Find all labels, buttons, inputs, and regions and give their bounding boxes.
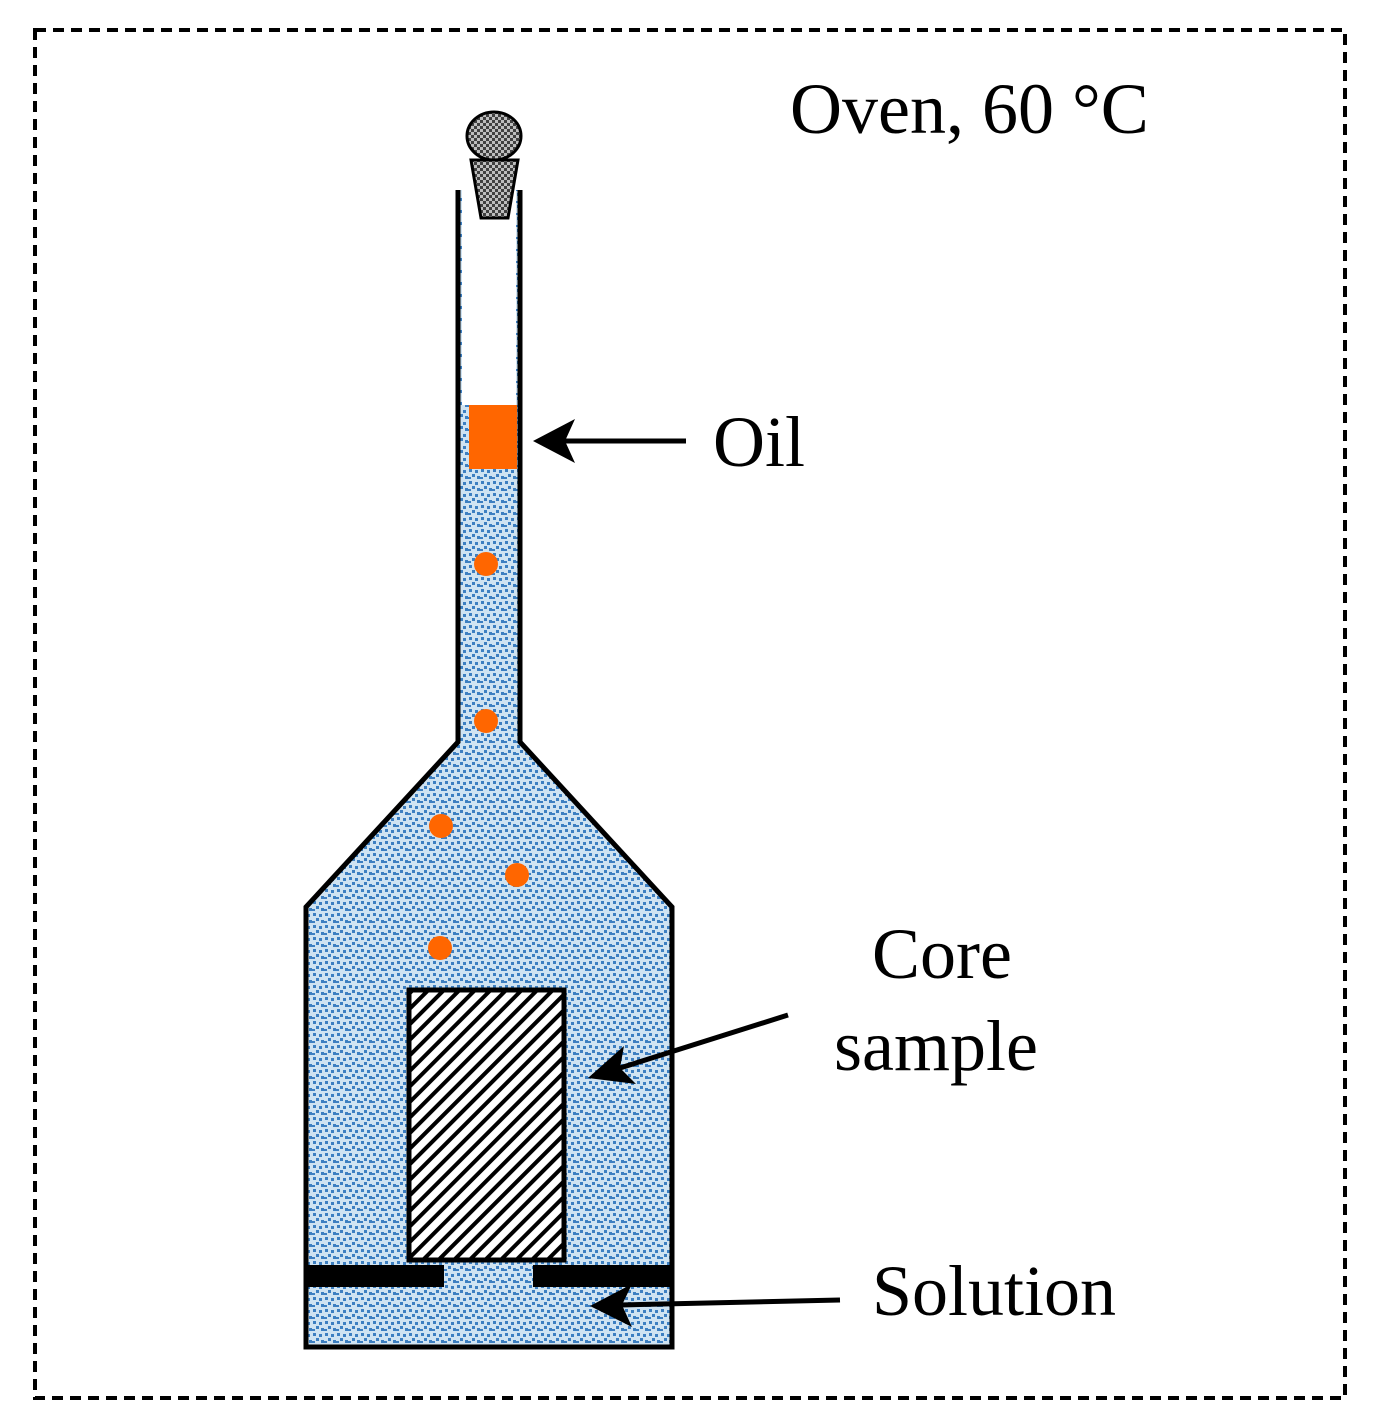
oil-droplet [428, 936, 452, 960]
cell-body [306, 190, 672, 1347]
oil-label: Oil [713, 402, 805, 482]
core-arrow [588, 1012, 789, 1084]
core-label-line2: sample [834, 1006, 1038, 1086]
neck-air [462, 190, 516, 405]
cell-outline [303, 190, 675, 1350]
oil-droplet [429, 814, 453, 838]
support-plate-left [308, 1265, 444, 1287]
oven-frame [33, 28, 1347, 1400]
oil-droplet [474, 552, 498, 576]
support-plate-right [533, 1265, 671, 1287]
core-label-line1: Core [872, 914, 1012, 994]
oil-droplet [505, 863, 529, 887]
oil-arrow [533, 419, 686, 463]
solution-arrow [590, 1284, 841, 1327]
oil-droplet [474, 709, 498, 733]
oil-droplets [428, 552, 529, 960]
hatched-core-icon [406, 987, 567, 1263]
solution-label: Solution [872, 1251, 1116, 1331]
oven-title: Oven, 60 °C [790, 69, 1149, 149]
stopper-icon [465, 110, 523, 220]
oil-column [469, 405, 517, 469]
